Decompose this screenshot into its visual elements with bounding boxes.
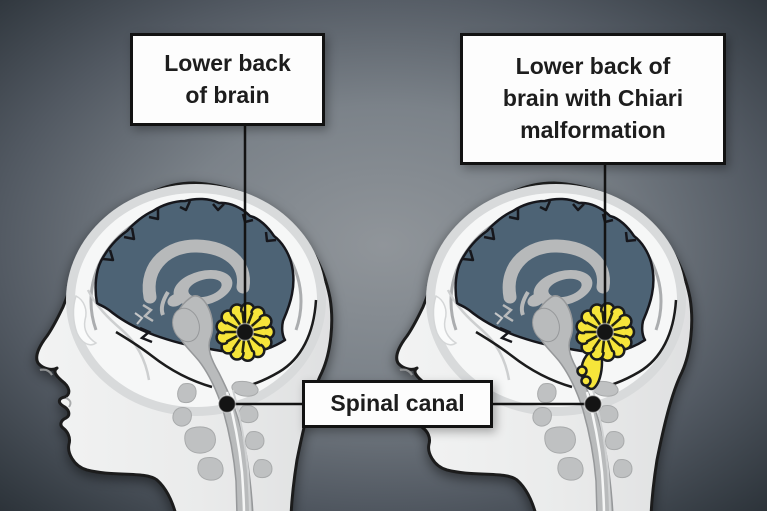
label-line: of brain	[185, 81, 270, 108]
marker-dot-icon	[217, 394, 237, 414]
callout-spinal-canal: Spinal canal	[302, 380, 493, 428]
marker-dot-icon	[595, 322, 615, 342]
callout-lower-back-chiari: Lower back of brain with Chiari malforma…	[460, 33, 726, 165]
label-line: brain with Chiari	[502, 85, 684, 112]
callout-lower-back-of-brain: Lower back of brain	[130, 33, 325, 126]
label-line: Spinal canal	[330, 390, 465, 417]
label-line: Lower back	[164, 49, 291, 76]
marker-dot-icon	[583, 394, 603, 414]
label-line: malformation	[520, 116, 666, 143]
marker-dot-icon	[235, 322, 255, 342]
label-line: Lower back of	[515, 53, 671, 80]
